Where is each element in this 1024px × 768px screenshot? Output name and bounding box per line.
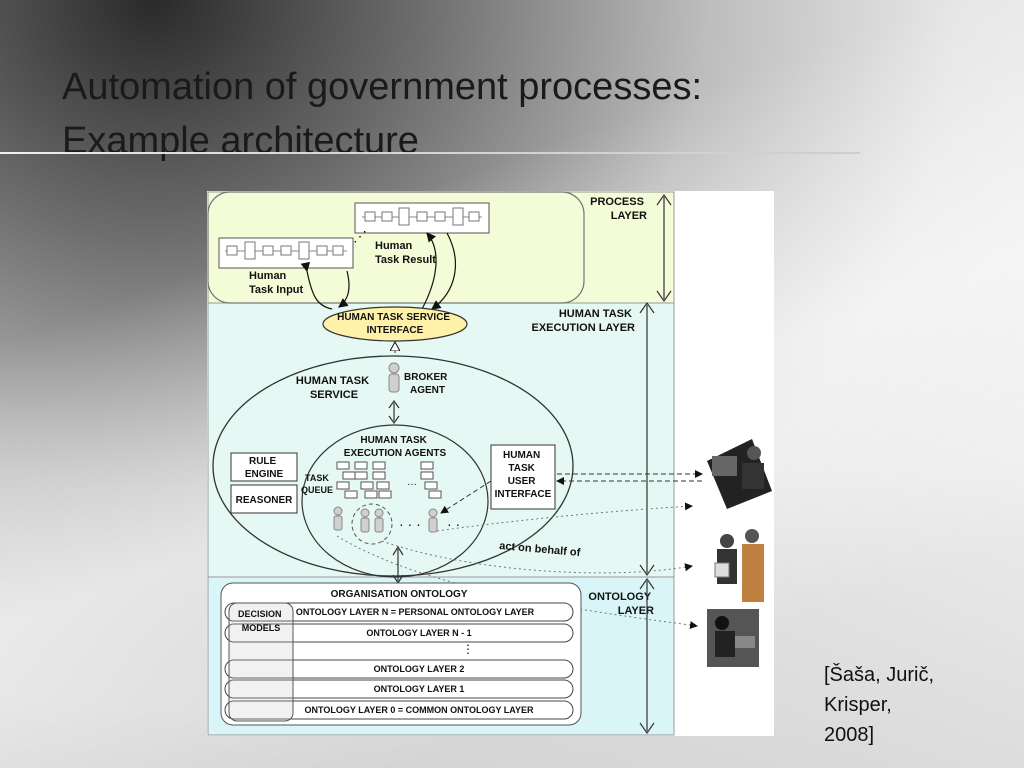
- clerk-at-desk-icon: [707, 609, 759, 667]
- ontology-layer-1: ONTOLOGY LAYER 1: [374, 684, 465, 694]
- people-reading-icon: [715, 529, 764, 602]
- broker-agent-icon: [389, 363, 399, 392]
- process-diagram-bottom: [219, 238, 353, 268]
- decision-models-box: [229, 603, 293, 721]
- ellipsis-dots: ⋰: [353, 228, 367, 244]
- title-underline: [0, 152, 860, 154]
- citation-line-2: Krisper,: [824, 690, 984, 720]
- queue-ellipsis: …: [407, 477, 417, 488]
- title-line-2: Example architecture: [62, 114, 862, 168]
- architecture-svg: PROCESS LAYER HUMAN TASK EXECUTION LAYER…: [207, 191, 774, 736]
- agents-ellipsis-1: · · ·: [399, 516, 421, 532]
- ontology-layer-n-minus-1: ONTOLOGY LAYER N - 1: [366, 628, 471, 638]
- citation: [Šaša, Jurič, Krisper, 2008]: [824, 660, 984, 750]
- process-diagram-top: [355, 203, 489, 233]
- agents-ellipsis-2: · ·: [447, 516, 460, 532]
- ontology-layer-2: ONTOLOGY LAYER 2: [374, 664, 465, 674]
- user-at-computer-icon: [707, 439, 772, 509]
- execution-layer-band: [208, 303, 674, 577]
- ontology-layer-0: ONTOLOGY LAYER 0 = COMMON ONTOLOGY LAYER: [305, 705, 534, 715]
- citation-line-3: 2008]: [824, 720, 984, 750]
- reasoner-label: REASONER: [236, 495, 293, 506]
- ontology-layer-n: ONTOLOGY LAYER N = PERSONAL ONTOLOGY LAY…: [296, 607, 535, 617]
- architecture-diagram: PROCESS LAYER HUMAN TASK EXECUTION LAYER…: [207, 191, 774, 736]
- ontology-vertical-ellipsis: ⋮: [462, 642, 474, 656]
- citation-line-1: [Šaša, Jurič,: [824, 660, 984, 690]
- organisation-ontology-label: ORGANISATION ONTOLOGY: [331, 589, 468, 600]
- title-line-1: Automation of government processes:: [62, 60, 862, 114]
